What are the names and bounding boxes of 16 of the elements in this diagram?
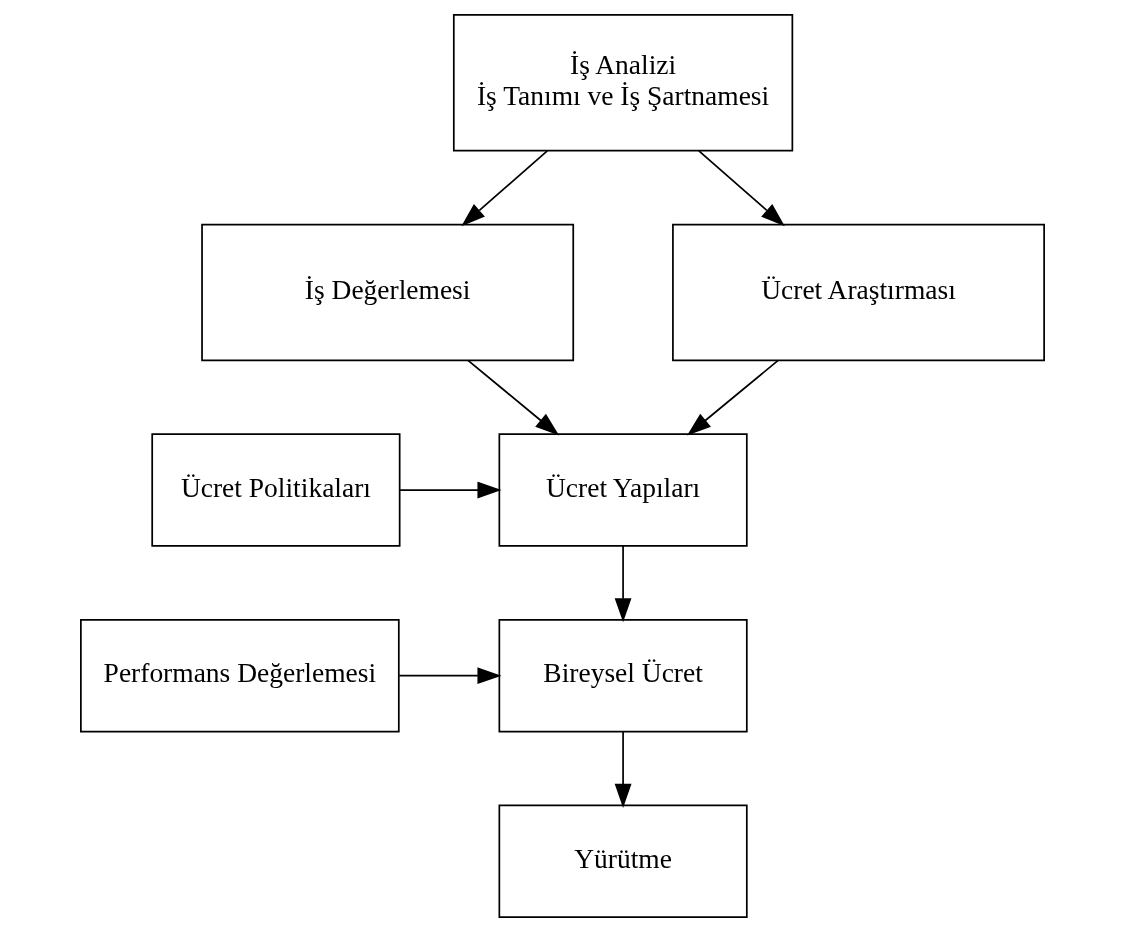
- arrow: [614, 545, 632, 623]
- arrow: [398, 667, 502, 685]
- node-box: Ücret Araştırması: [672, 223, 1045, 362]
- arrow: [461, 150, 549, 227]
- node-box: Ücret Politikaları: [151, 433, 401, 547]
- node-box: Performans Değerlemesi: [80, 618, 400, 733]
- node-box: İş Değerlemesi: [201, 223, 575, 362]
- arrow: [399, 481, 502, 499]
- node-box: Bireysel Ücret: [498, 618, 748, 733]
- arrow: [614, 730, 632, 808]
- node-box: Yürütme: [498, 804, 748, 918]
- arrow: [687, 359, 779, 436]
- node-box: Ücret Yapıları: [498, 433, 748, 547]
- node-box: İş Analizi İş Tanımı ve İş Şartnamesi: [452, 14, 794, 152]
- arrow: [467, 359, 560, 436]
- arrow: [698, 150, 785, 227]
